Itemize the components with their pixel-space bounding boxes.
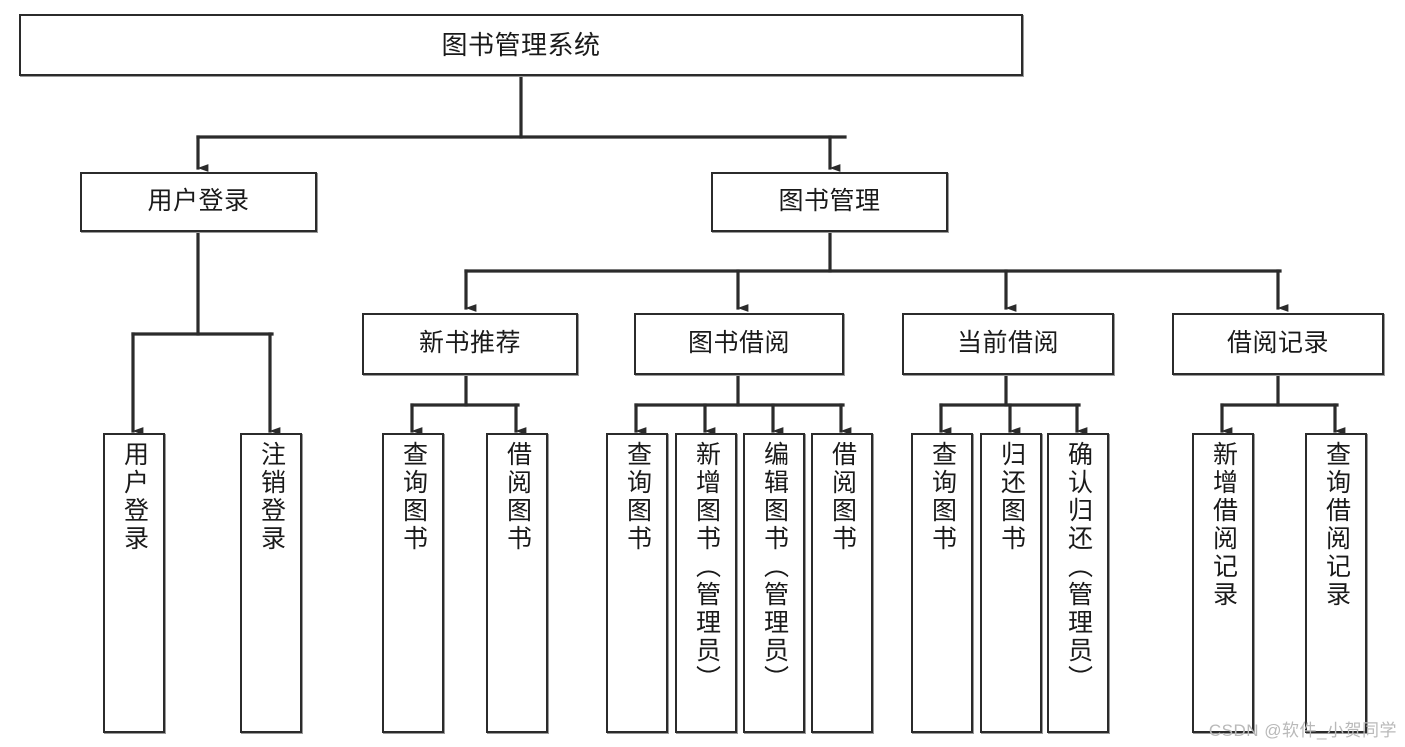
node-root-system-label: 图书管理系统 — [441, 29, 601, 60]
node-leaf-user-login-login-label: 用户登录 — [120, 441, 149, 553]
node-leaf-borrow-edit-book-label: 编辑图书（管理员） — [760, 441, 789, 693]
node-leaf-recommend-query-book[interactable]: 查询图书 — [382, 433, 444, 733]
node-leaf-borrow-edit-book[interactable]: 编辑图书（管理员） — [743, 433, 805, 733]
node-book-borrow-label: 图书借阅 — [687, 329, 790, 358]
node-leaf-borrow-add-book-label: 新增图书（管理员） — [692, 441, 721, 693]
node-current-borrow[interactable]: 当前借阅 — [902, 313, 1114, 375]
node-book-management-label: 图书管理 — [778, 187, 881, 216]
node-leaf-borrow-borrow-book-label: 借阅图书 — [828, 441, 857, 553]
node-book-management[interactable]: 图书管理 — [711, 172, 948, 232]
node-leaf-record-query-record-label: 查询借阅记录 — [1322, 441, 1351, 609]
node-leaf-borrow-add-book[interactable]: 新增图书（管理员） — [675, 433, 737, 733]
node-leaf-current-return-book[interactable]: 归还图书 — [980, 433, 1042, 733]
node-leaf-record-add-record-label: 新增借阅记录 — [1209, 441, 1238, 609]
node-new-book-recommend-label: 新书推荐 — [418, 329, 521, 358]
node-leaf-current-query-book[interactable]: 查询图书 — [911, 433, 973, 733]
node-leaf-record-add-record[interactable]: 新增借阅记录 — [1192, 433, 1254, 733]
node-leaf-recommend-borrow-book-label: 借阅图书 — [503, 441, 532, 553]
node-new-book-recommend[interactable]: 新书推荐 — [362, 313, 578, 375]
node-leaf-recommend-borrow-book[interactable]: 借阅图书 — [486, 433, 548, 733]
node-root-system[interactable]: 图书管理系统 — [19, 14, 1023, 76]
node-leaf-current-return-book-label: 归还图书 — [997, 441, 1026, 553]
node-leaf-borrow-query-book-label: 查询图书 — [623, 441, 652, 553]
node-borrow-record[interactable]: 借阅记录 — [1172, 313, 1384, 375]
watermark-text: CSDN @软件_小贺同学 — [1208, 721, 1397, 740]
node-leaf-borrow-borrow-book[interactable]: 借阅图书 — [811, 433, 873, 733]
node-leaf-current-confirm-return-label: 确认归还（管理员） — [1064, 441, 1093, 693]
node-leaf-borrow-query-book[interactable]: 查询图书 — [606, 433, 668, 733]
node-leaf-user-login-login[interactable]: 用户登录 — [103, 433, 165, 733]
node-leaf-current-confirm-return[interactable]: 确认归还（管理员） — [1047, 433, 1109, 733]
node-user-login[interactable]: 用户登录 — [80, 172, 317, 232]
node-user-login-label: 用户登录 — [147, 187, 250, 216]
node-leaf-recommend-query-book-label: 查询图书 — [399, 441, 428, 553]
node-leaf-user-login-logout-label: 注销登录 — [257, 441, 286, 553]
node-leaf-user-login-logout[interactable]: 注销登录 — [240, 433, 302, 733]
node-borrow-record-label: 借阅记录 — [1226, 329, 1329, 358]
node-leaf-record-query-record[interactable]: 查询借阅记录 — [1305, 433, 1367, 733]
node-leaf-current-query-book-label: 查询图书 — [928, 441, 957, 553]
node-book-borrow[interactable]: 图书借阅 — [634, 313, 844, 375]
node-current-borrow-label: 当前借阅 — [956, 329, 1059, 358]
